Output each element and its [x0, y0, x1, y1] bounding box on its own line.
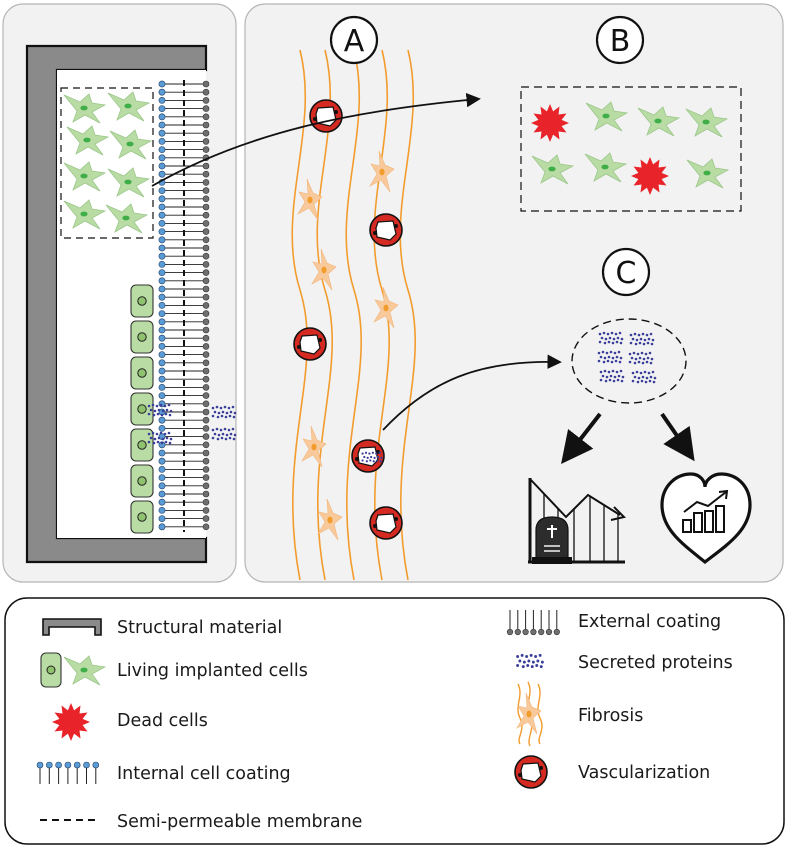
panel-c-badge [601, 247, 651, 297]
blood-vessel [369, 506, 403, 540]
capsule-cells-group [130, 284, 154, 534]
blood-vessel [351, 439, 385, 473]
capsule-cell [130, 392, 154, 426]
panel-a-label: A [344, 24, 365, 59]
arrow-to-success [660, 412, 695, 462]
legend-secreted-proteins: Secreted proteins [578, 653, 733, 673]
capsule-cell [130, 464, 154, 498]
panel-b-label: B [610, 24, 631, 59]
arrow-to-failure [561, 412, 602, 465]
legend-semi-permeable-membrane: Semi-permeable membrane [117, 812, 362, 832]
tombstone-decline-chart-icon [528, 478, 626, 564]
legend-structural-material: Structural material [117, 618, 282, 638]
legend-dead-cells: Dead cells [117, 711, 208, 731]
legend-fibrosis: Fibrosis [578, 706, 643, 726]
vascularization-icon [514, 755, 548, 789]
legend-external-coating: External coating [578, 612, 721, 632]
secreted-protein-cluster [571, 318, 687, 404]
legend-living-implanted-cells: Living implanted cells [117, 661, 308, 681]
heart-growth-chart-icon [660, 472, 752, 565]
capsule-cell [130, 356, 154, 390]
capsule-cell [130, 500, 154, 534]
implanted-cell-region [60, 87, 154, 239]
capsule-cell [130, 284, 154, 318]
external-coating [184, 80, 210, 531]
living-cells-icon [40, 652, 106, 688]
panel-a-badge [329, 15, 379, 65]
blood-vessel [309, 99, 343, 133]
fibrosis-icon [516, 681, 543, 747]
external-coating-icon [506, 610, 560, 636]
blood-vessel [369, 213, 403, 247]
legend-internal-cell-coating: Internal cell coating [117, 764, 291, 784]
blood-vessel [293, 327, 327, 361]
structural-material-icon [42, 618, 102, 636]
arrow-to-panel-c [382, 354, 562, 431]
dead-cells-region [520, 86, 742, 212]
arrow-to-panel-b [151, 92, 481, 187]
capsule-cell [130, 320, 154, 354]
internal-cell-coating [158, 80, 184, 531]
panel-b-badge [595, 15, 645, 65]
panel-c-label: C [616, 256, 637, 291]
internal-cell-coating-icon [36, 761, 100, 784]
legend-vascularization: Vascularization [578, 763, 710, 783]
legend-box [4, 597, 785, 845]
